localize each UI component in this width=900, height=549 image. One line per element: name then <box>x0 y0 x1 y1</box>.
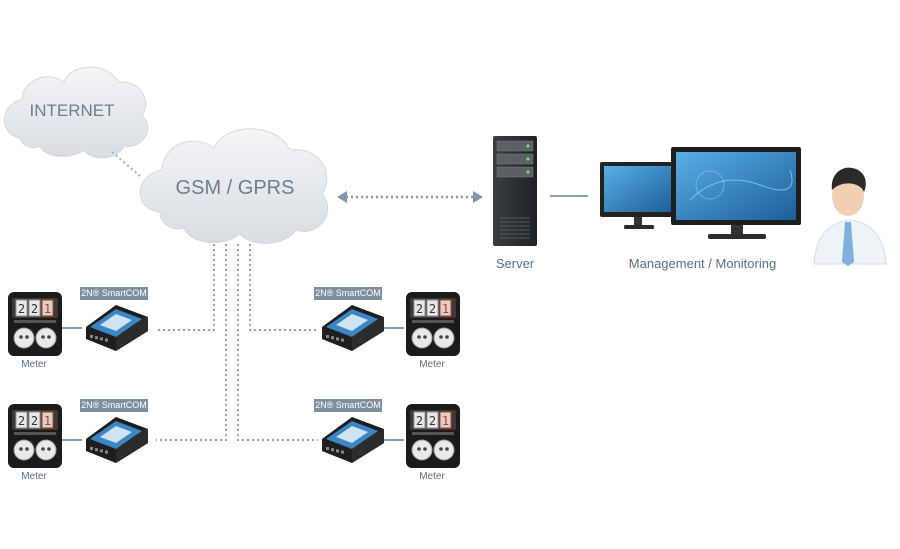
server-label: Server <box>495 256 535 271</box>
meter-label-3: Meter <box>21 471 47 482</box>
gsm-node-links <box>156 244 318 441</box>
meter-digit: 2 <box>416 414 423 428</box>
internet-cloud-icon <box>4 66 149 159</box>
meter-digit: 2 <box>18 302 25 316</box>
management-label: Management / Monitoring <box>628 256 777 271</box>
monitor-icon <box>600 147 801 239</box>
meter-digit: 1 <box>44 302 51 316</box>
meter-digit: 1 <box>44 414 51 428</box>
internet-gsm-link <box>111 151 141 177</box>
smartcom-device-icon <box>86 305 148 351</box>
gsm-cloud-icon <box>139 128 329 244</box>
smartcom-tag-3: 2N® SmartCOM <box>80 399 148 412</box>
smartcom-tag-1: 2N® SmartCOM <box>80 287 148 300</box>
meter-digit: 2 <box>18 414 25 428</box>
gsm-label: GSM / GPRS <box>175 177 295 199</box>
meter-digit: 2 <box>31 414 38 428</box>
smartcom-device-icon <box>322 305 384 351</box>
meter-digit: 2 <box>429 414 436 428</box>
meter-label-2: Meter <box>419 359 445 370</box>
meter-label-4: Meter <box>419 471 445 482</box>
smartcom-tag-4: 2N® SmartCOM <box>314 399 382 412</box>
smartcom-tag-2: 2N® SmartCOM <box>314 287 382 300</box>
internet-label: INTERNET <box>29 101 115 120</box>
meter-digit: 2 <box>416 302 423 316</box>
meter-digit: 1 <box>442 414 449 428</box>
person-icon <box>813 167 887 266</box>
meter-digit: 1 <box>442 302 449 316</box>
smartcom-device-icon <box>322 417 384 463</box>
meter-digit: 2 <box>429 302 436 316</box>
meter-digit: 2 <box>31 302 38 316</box>
gsm-server-link <box>337 191 483 203</box>
meter-label-1: Meter <box>21 359 47 370</box>
smartcom-device-icon <box>86 417 148 463</box>
server-icon <box>493 136 537 246</box>
